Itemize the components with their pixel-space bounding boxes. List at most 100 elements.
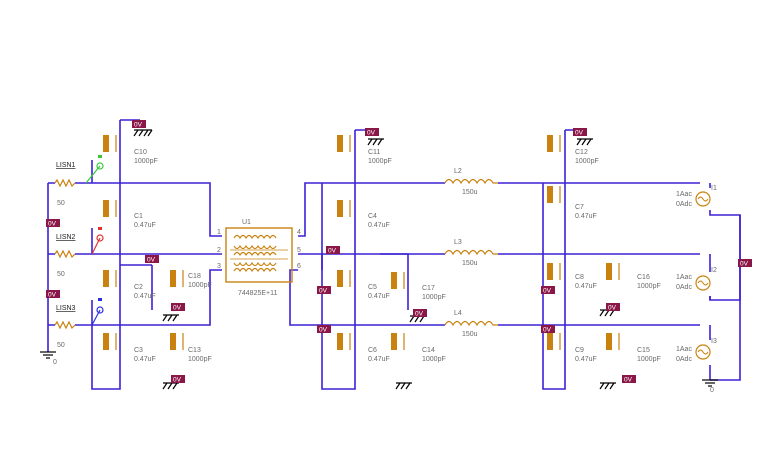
- lisn1-label: LISN1: [56, 162, 76, 169]
- c3-ref: C3: [134, 347, 143, 354]
- svg-text:0V: 0V: [319, 288, 328, 295]
- c11-ref: C11: [368, 149, 380, 156]
- capacitor-c16: C16 1000pF: [606, 263, 661, 290]
- c13-ref: C13: [188, 347, 201, 354]
- c10-ref: C10: [134, 149, 147, 156]
- c12-ref: C12: [575, 149, 588, 156]
- i3-ref: I3: [711, 338, 717, 345]
- u1-pin6: 6: [297, 263, 301, 270]
- i1-dc: 0Adc: [676, 201, 692, 208]
- capacitor-c7: C7 0.47uF: [547, 186, 597, 220]
- net-tag: 0V: [46, 219, 60, 228]
- c17-value: 1000pF: [422, 294, 446, 301]
- lisn3-label: LISN3: [56, 305, 76, 312]
- chassis-ground-c14: [395, 382, 412, 390]
- svg-text:0V: 0V: [575, 130, 584, 137]
- chassis-ground-c13: [162, 382, 179, 390]
- chassis-ground-c18: [162, 314, 179, 322]
- net-tag: 0V: [622, 375, 636, 384]
- capacitor-c5: C5 0.47uF: [337, 270, 390, 300]
- voltage-probe-red: [91, 227, 104, 255]
- u1-pin5: 5: [297, 247, 301, 254]
- net-tag: 0V: [365, 128, 379, 137]
- ground-zero-label-right: 0: [710, 387, 714, 394]
- svg-text:0V: 0V: [740, 261, 749, 268]
- net-tag: 0V: [317, 286, 331, 295]
- c1-ref: C1: [134, 213, 143, 220]
- capacitor-c15: C15 1000pF: [606, 333, 661, 363]
- capacitor-c10: C10 1000pF: [103, 135, 158, 165]
- svg-text:0V: 0V: [319, 327, 328, 334]
- c3-value: 0.47uF: [134, 356, 156, 363]
- capacitor-c11: C11 1000pF: [337, 135, 392, 165]
- c1-value: 0.47uF: [134, 222, 156, 229]
- capacitor-c8: C8 0.47uF: [547, 263, 597, 290]
- l3-ref: L3: [454, 239, 462, 246]
- c12-value: 1000pF: [575, 158, 599, 165]
- svg-text:0V: 0V: [543, 327, 552, 334]
- voltage-probe-blue: [91, 298, 104, 326]
- capacitor-c9: C9 0.47uF: [547, 333, 597, 363]
- c14-value: 1000pF: [422, 356, 446, 363]
- probe-markers: [85, 155, 104, 326]
- current-source-i3: I3 1Aac 0Adc: [676, 338, 717, 363]
- capacitor-c12: C12 1000pF: [547, 135, 599, 165]
- i2-ref: I2: [711, 267, 717, 274]
- net-tag: 0V: [132, 120, 146, 129]
- net-tag: 0V: [541, 286, 555, 295]
- svg-text:0V: 0V: [48, 221, 57, 228]
- c16-value: 1000pF: [637, 283, 661, 290]
- net-tag: 0V: [46, 290, 60, 299]
- resistor-lisn2: LISN2 50: [54, 234, 76, 278]
- svg-text:0V: 0V: [608, 305, 617, 312]
- c14-ref: C14: [422, 347, 435, 354]
- i2-dc: 0Adc: [676, 284, 692, 291]
- lisn3-resistance: 50: [57, 342, 65, 349]
- svg-text:0V: 0V: [173, 377, 182, 384]
- net-tag: 0V: [606, 303, 620, 312]
- ground-zero-label: 0: [53, 359, 57, 366]
- inductor-l4: L4 150u: [444, 310, 498, 338]
- voltage-probe-green: [85, 155, 104, 184]
- u1-pin1: 1: [217, 229, 221, 236]
- c10-value: 1000pF: [134, 158, 158, 165]
- c15-value: 1000pF: [637, 356, 661, 363]
- resistor-lisn3: LISN3 50: [54, 305, 76, 349]
- chassis-ground-c15: [599, 382, 616, 390]
- c9-value: 0.47uF: [575, 356, 597, 363]
- capacitor-c3: C3 0.47uF: [103, 333, 156, 363]
- c4-ref: C4: [368, 213, 377, 220]
- i1-ac: 1Aac: [676, 191, 692, 198]
- c9-ref: C9: [575, 347, 584, 354]
- current-source-i2: I2 1Aac 0Adc: [676, 267, 717, 291]
- lisn2-label: LISN2: [56, 234, 76, 241]
- c5-ref: C5: [368, 284, 377, 291]
- capacitor-c18: C18 1000pF: [170, 270, 212, 289]
- svg-text:0V: 0V: [415, 311, 424, 318]
- capacitor-c2: C2 0.47uF: [103, 270, 156, 300]
- net-tag: 0V: [326, 246, 340, 255]
- c13-value: 1000pF: [188, 356, 212, 363]
- u1-part: 744825E+11: [238, 290, 277, 297]
- svg-text:0V: 0V: [173, 305, 182, 312]
- net-tag: 0V: [317, 325, 331, 334]
- svg-text:0V: 0V: [328, 248, 337, 255]
- c8-value: 0.47uF: [575, 283, 597, 290]
- c2-ref: C2: [134, 284, 143, 291]
- l2-ref: L2: [454, 168, 462, 175]
- capacitor-c13: C13 1000pF: [170, 333, 212, 363]
- resistor-lisn1: LISN1 50: [54, 162, 76, 207]
- svg-text:0V: 0V: [48, 292, 57, 299]
- lisn-resistors: LISN1 50 LISN2 50 LISN3 50: [54, 162, 76, 349]
- ground-symbols: 0 0: [40, 129, 718, 394]
- chassis-ground-c11: [367, 138, 384, 146]
- ground-main-left: 0: [40, 351, 57, 366]
- net-tag: 0V: [413, 309, 427, 318]
- net-tag: 0V: [171, 303, 185, 312]
- svg-text:0V: 0V: [624, 377, 633, 384]
- c18-ref: C18: [188, 273, 201, 280]
- i3-ac: 1Aac: [676, 346, 692, 353]
- i2-ac: 1Aac: [676, 274, 692, 281]
- capacitor-c14: C14 1000pF: [391, 333, 446, 363]
